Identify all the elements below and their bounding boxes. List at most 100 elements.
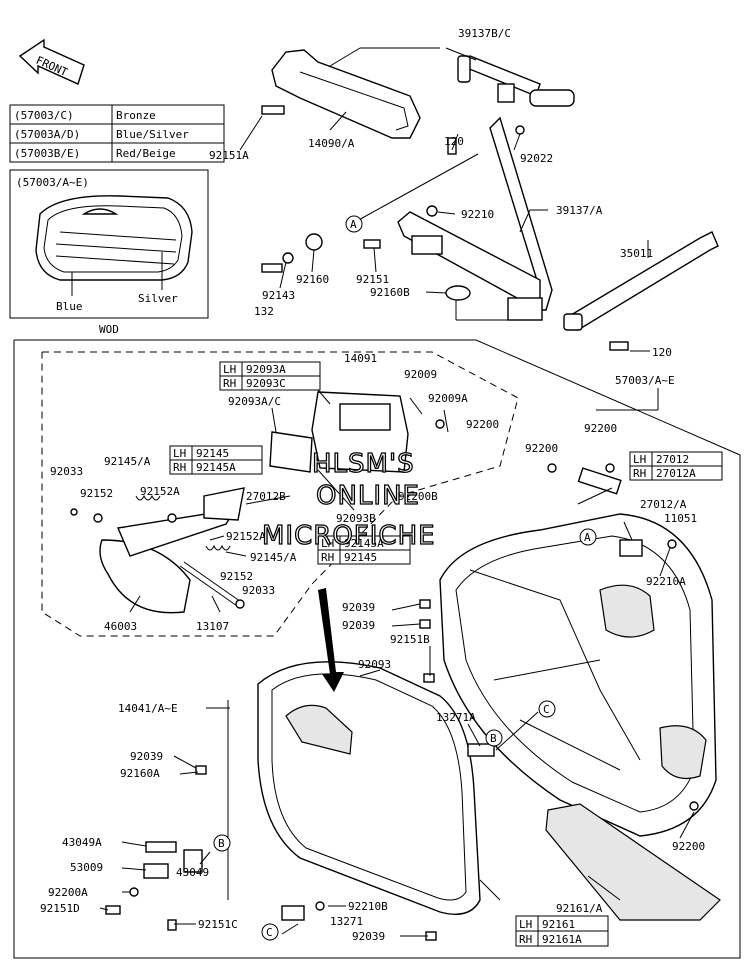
side-table-2-r0-side: LH: [321, 537, 334, 550]
part-label: 92161/A: [556, 902, 603, 915]
callout-3: B: [218, 837, 225, 850]
side-table-4: LH 92161 RH 92161A: [515, 915, 609, 947]
color-code-0: (57003/C): [14, 109, 74, 122]
saddlebag-case: [439, 467, 721, 921]
part-label: 92093: [358, 658, 391, 671]
color-name-0: Bronze: [116, 109, 156, 122]
side-cover: [227, 661, 501, 915]
side-table-1-r0-side: LH: [173, 447, 186, 460]
side-table-1-r0-part: 92145: [196, 447, 229, 460]
side-table-3-r1-part: 27012A: [656, 467, 696, 480]
section-label: WOD: [99, 323, 119, 336]
part-label: 92039: [352, 930, 385, 943]
part-label: 92151B: [390, 633, 430, 646]
color-name-2: Red/Beige: [116, 147, 176, 160]
part-label: 92152A: [140, 485, 180, 498]
part-label: 92210A: [646, 575, 686, 588]
side-table-0-r0-part: 92093A: [246, 363, 286, 376]
part-label: 92033: [242, 584, 275, 597]
side-table-3-r0-part: 27012: [656, 453, 689, 466]
color-table: (57003/C) Bronze (57003A/D) Blue/Silver …: [9, 104, 225, 163]
watermark-line-1: HLSM'S: [312, 449, 415, 479]
part-label: 92152A: [226, 530, 266, 543]
side-table-4-r0-side: LH: [519, 918, 532, 931]
part-label: 92009A: [428, 392, 468, 405]
part-label: 92039: [130, 750, 163, 763]
part-label: 92152: [220, 570, 253, 583]
inset-label-silver: Silver: [138, 292, 178, 305]
part-label: 92200B: [398, 490, 438, 503]
part-label: 13107: [196, 620, 229, 633]
part-label: 13271A: [436, 711, 476, 724]
part-label: 92022: [520, 152, 553, 165]
leader-lines: [99, 47, 695, 937]
part-label: 13271: [330, 915, 363, 928]
main-boundary: [13, 339, 741, 959]
callout-4: C: [543, 703, 550, 716]
part-label: 92143: [262, 289, 295, 302]
part-label: 27012B: [246, 490, 286, 503]
part-label: 92151: [356, 273, 389, 286]
part-label: 92009: [404, 368, 437, 381]
part-label: 92210B: [348, 900, 388, 913]
part-label: 92210: [461, 208, 494, 221]
part-label: 92145/A: [104, 455, 151, 468]
color-name-1: Blue/Silver: [116, 128, 189, 141]
part-label: 92160A: [120, 767, 160, 780]
side-table-0-r1-side: RH: [223, 377, 236, 390]
part-label: 132: [254, 305, 274, 318]
part-label: 92200: [672, 840, 705, 853]
side-table-0: LH 92093A RH 92093C: [219, 361, 321, 391]
upper-assembly: [261, 49, 719, 351]
part-label: 39137B/C: [458, 27, 511, 40]
part-label: 92160B: [370, 286, 410, 299]
part-label: 92033: [50, 465, 83, 478]
side-table-3-r1-side: RH: [633, 467, 646, 480]
part-label: 11051: [664, 512, 697, 525]
part-label: 92151D: [40, 902, 80, 915]
part-label: 92160: [296, 273, 329, 286]
part-label: 92200A: [48, 886, 88, 899]
watermark: HLSM'S ONLINE MICROFICHE: [261, 448, 436, 551]
part-labels: 39137B/C 14090/A 92151A 120 92022 92210 …: [40, 27, 705, 943]
part-label: 53009: [70, 861, 103, 874]
watermark-line-3: MICROFICHE: [262, 521, 436, 551]
side-table-1-r1-side: RH: [173, 461, 186, 474]
part-label: 14090/A: [308, 137, 355, 150]
inset-label-blue: Blue: [56, 300, 83, 313]
part-label: 120: [444, 135, 464, 148]
callout-0: A: [350, 218, 357, 231]
callout-5: C: [266, 926, 273, 939]
part-label: 57003/A~E: [615, 374, 675, 387]
lid-assembly: [70, 391, 409, 614]
side-table-1: LH 92145 RH 92145A: [169, 445, 263, 475]
part-label: 35011: [620, 247, 653, 260]
part-label: 43049A: [62, 836, 102, 849]
front-arrow: FRONT: [18, 38, 85, 85]
part-label: 92093B: [336, 512, 376, 525]
side-table-4-r1-part: 92161A: [542, 933, 582, 946]
part-label: 92039: [342, 601, 375, 614]
color-inset: (57003/A~E) Blue Silver: [9, 169, 209, 319]
inset-title: (57003/A~E): [16, 176, 89, 189]
side-table-2-r0-part: 92145A: [344, 537, 384, 550]
part-label: 92152: [80, 487, 113, 500]
callout-1: A: [584, 531, 591, 544]
part-label: 92093A/C: [228, 395, 281, 408]
side-table-2-r1-side: RH: [321, 551, 334, 564]
side-table-4-r1-side: RH: [519, 933, 532, 946]
part-label: 92151A: [209, 149, 249, 162]
part-label: 14041/A~E: [118, 702, 178, 715]
callouts: A A B B C C: [213, 215, 597, 941]
part-label: 92200: [466, 418, 499, 431]
callout-2: B: [490, 732, 497, 745]
side-table-4-r0-part: 92161: [542, 918, 575, 931]
side-table-0-r1-part: 92093C: [246, 377, 286, 390]
side-table-0-r0-side: LH: [223, 363, 236, 376]
side-table-1-r1-part: 92145A: [196, 461, 236, 474]
side-table-2-r1-part: 92145: [344, 551, 377, 564]
part-label: 39137/A: [556, 204, 603, 217]
part-label: 92200: [584, 422, 617, 435]
assembly-arrow: [318, 588, 344, 692]
